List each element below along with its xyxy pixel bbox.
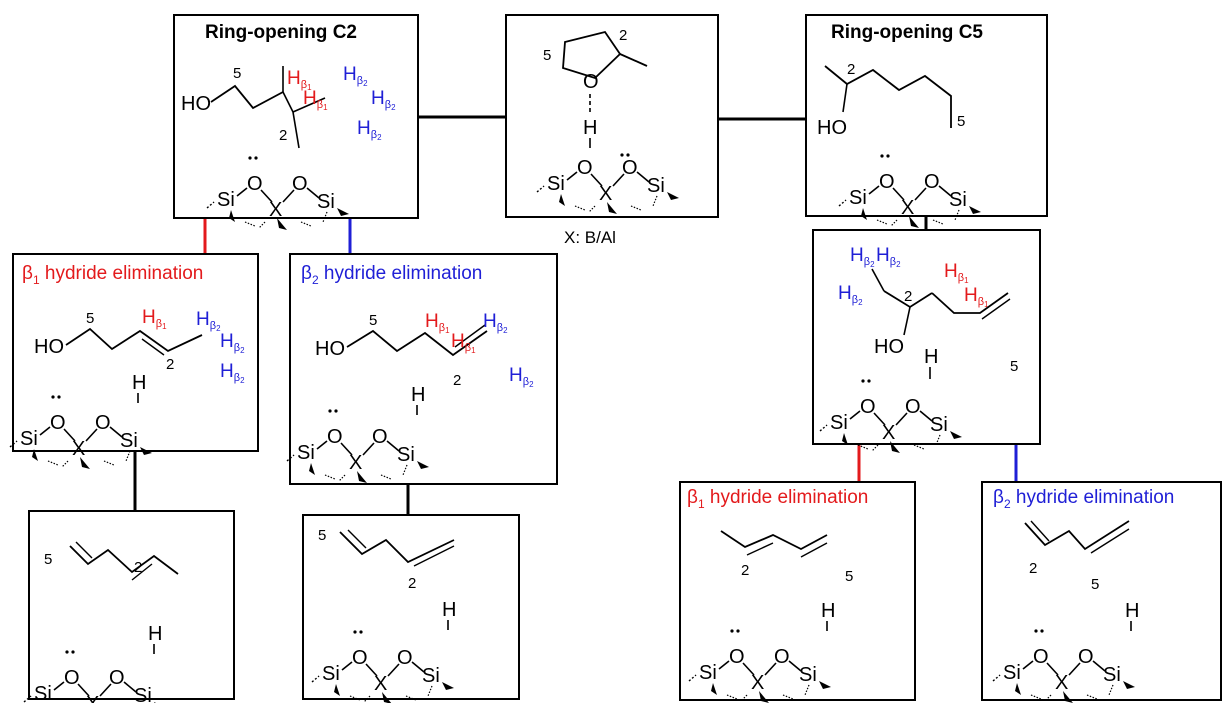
svg-text:Hβ2: Hβ2 (850, 245, 875, 269)
c2-beta1-molecule: HO 5 Hβ1 Hβ2 Hβ2 Hβ2 2 H (9, 307, 245, 470)
c5-beta2-elimination-box: β2 hydride elimination 2 5 H (981, 481, 1222, 703)
center-caption: X: B/Al (564, 228, 616, 247)
c5-intermediate-molecule: Hβ2 Hβ2 Hβ2 2 HO Hβ1 Hβ1 5 H (819, 245, 1018, 454)
c2-beta2-product: 5 2 H (311, 527, 456, 703)
c5-intermediate-box: Hβ2 Hβ2 Hβ2 2 HO Hβ1 Hβ1 5 H (812, 229, 1041, 454)
svg-text:Hβ1: Hβ1 (303, 88, 328, 112)
svg-text:2: 2 (166, 356, 174, 373)
ring-oxygen: O (583, 71, 599, 93)
c2-beta2-title: β2 hydride elimination (301, 263, 483, 287)
svg-text:H: H (1125, 600, 1139, 622)
svg-text:2: 2 (904, 288, 912, 305)
c5-beta1-product: 2 5 H (688, 530, 853, 703)
c5-beta1-title: β1 hydride elimination (687, 487, 869, 511)
svg-text:H: H (924, 346, 938, 368)
svg-text:5: 5 (369, 312, 377, 329)
svg-text:Hβ2: Hβ2 (196, 309, 221, 333)
svg-text:H: H (821, 600, 835, 622)
svg-text:Hβ2: Hβ2 (838, 283, 863, 307)
thf-molecule: 5 2 O H (536, 27, 680, 215)
svg-text:5: 5 (233, 65, 241, 82)
svg-text:Hβ2: Hβ2 (220, 361, 245, 385)
ring-opening-c2-box: Ring-opening C2 HO 5 Hβ1 Hβ1 Hβ2 Hβ2 Hβ2… (173, 14, 419, 231)
svg-text:5: 5 (845, 568, 853, 585)
svg-text:HO: HO (874, 336, 904, 358)
c2-beta2-elimination-box: β2 hydride elimination HO 5 Hβ1 Hβ1 Hβ2 … (286, 253, 558, 485)
svg-text:5: 5 (318, 527, 326, 544)
svg-text:Hβ2: Hβ2 (357, 118, 382, 142)
svg-text:H: H (148, 623, 162, 645)
c2-beta1-product-box: 5 2 H (23, 510, 235, 703)
svg-text:5: 5 (1091, 576, 1099, 593)
svg-text:Hβ1: Hβ1 (142, 307, 167, 331)
c2-beta2-molecule: HO 5 Hβ1 Hβ1 Hβ2 Hβ2 2 H (286, 311, 534, 484)
svg-text:Hβ2: Hβ2 (876, 245, 901, 269)
ring-label-5: 5 (543, 47, 551, 64)
svg-text:2: 2 (279, 127, 287, 144)
ring-opening-c5-title: Ring-opening C5 (831, 22, 983, 43)
c2-beta2-product-box: 5 2 H (302, 514, 520, 703)
svg-text:Hβ1: Hβ1 (425, 311, 450, 335)
svg-text:HO: HO (34, 336, 64, 358)
svg-text:2: 2 (1029, 560, 1037, 577)
svg-text:5: 5 (1010, 358, 1018, 375)
svg-text:5: 5 (44, 551, 52, 568)
center-adsorption-box: 5 2 O H (505, 14, 719, 218)
svg-text:2: 2 (847, 61, 855, 78)
svg-text:Hβ2: Hβ2 (483, 311, 508, 335)
c5-beta2-product: 2 5 H (992, 520, 1139, 703)
svg-text:5: 5 (86, 310, 94, 327)
c5-beta1-elimination-box: β1 hydride elimination 2 5 H (679, 481, 916, 703)
svg-text:Hβ2: Hβ2 (220, 331, 245, 355)
c2-beta1-elimination-box: β1 hydride elimination HO 5 Hβ1 Hβ2 Hβ2 … (9, 253, 259, 470)
ring-opening-c2-title: Ring-opening C2 (205, 22, 357, 43)
svg-text:Hβ2: Hβ2 (343, 64, 368, 88)
svg-text:Hβ2: Hβ2 (509, 365, 534, 389)
svg-text:2: 2 (453, 372, 461, 389)
svg-text:Hβ2: Hβ2 (371, 88, 396, 112)
bridging-h: H (583, 117, 597, 139)
svg-text:H: H (442, 599, 456, 621)
ring-label-2: 2 (619, 27, 627, 44)
ring-opening-c5-box: Ring-opening C5 2 HO 5 (805, 14, 1048, 229)
svg-text:5: 5 (957, 113, 965, 130)
c5-beta2-title: β2 hydride elimination (993, 487, 1175, 511)
svg-text:2: 2 (741, 562, 749, 579)
svg-text:2: 2 (408, 575, 416, 592)
svg-text:HO: HO (315, 338, 345, 360)
svg-text:H: H (132, 372, 146, 394)
c5-adsorbed-molecule: 2 HO 5 (817, 61, 982, 229)
svg-text:H: H (411, 384, 425, 406)
svg-text:Hβ1: Hβ1 (964, 285, 989, 309)
svg-text:2: 2 (134, 559, 142, 576)
c2-adsorbed-molecule: HO 5 Hβ1 Hβ1 Hβ2 Hβ2 Hβ2 2 (181, 64, 396, 231)
c2-beta1-product: 5 2 H (23, 541, 179, 703)
svg-text:Hβ1: Hβ1 (944, 261, 969, 285)
svg-text:HO: HO (181, 93, 211, 115)
c2-beta1-title: β1 hydride elimination (22, 263, 204, 287)
svg-text:HO: HO (817, 117, 847, 139)
